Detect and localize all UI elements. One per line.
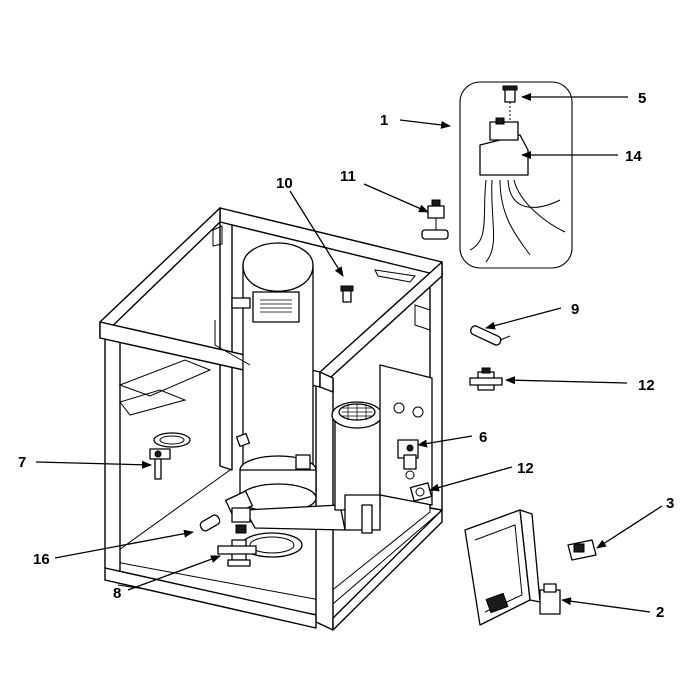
part-7-expansion-valve [149, 432, 191, 480]
callout-11: 11 [340, 168, 356, 185]
pipe-stub [214, 320, 251, 366]
part-1-hose-assembly [459, 81, 573, 269]
cabinet-frame [99, 207, 443, 631]
part-12-valve-lower [409, 482, 433, 502]
callout-6: 6 [479, 429, 487, 446]
electrical-control-box [464, 509, 541, 626]
inlet-assembly [224, 490, 303, 558]
drive-motor [331, 401, 383, 534]
callout-5: 5 [638, 90, 646, 107]
callout-12-lower: 12 [517, 460, 534, 477]
callout-1: 1 [380, 112, 388, 129]
part-8-valve [217, 524, 257, 567]
callout-8: 8 [113, 585, 121, 602]
callout-12-upper: 12 [638, 377, 655, 394]
callout-7: 7 [18, 454, 26, 471]
part-6-water-valve [397, 439, 419, 470]
part-11-valve [421, 199, 449, 240]
part-16-cartridge [199, 514, 221, 532]
callout-2: 2 [656, 604, 664, 621]
callout-9: 9 [571, 301, 579, 318]
callout-labels: 1 5 14 11 10 9 12 6 12 7 16 8 3 2 [18, 90, 674, 621]
part-2-relay [539, 583, 561, 615]
part-12-valve-upper [469, 367, 503, 391]
part-10-sensor [340, 285, 354, 303]
callout-10: 10 [276, 175, 293, 192]
leader-lines [35, 93, 663, 613]
callout-3: 3 [666, 495, 674, 512]
gearmotor-column [231, 242, 346, 531]
part-9-probe [470, 325, 511, 346]
callout-14: 14 [625, 148, 642, 165]
callout-16: 16 [33, 551, 50, 568]
side-control-panel [379, 364, 433, 506]
part-3-switch [567, 539, 597, 561]
